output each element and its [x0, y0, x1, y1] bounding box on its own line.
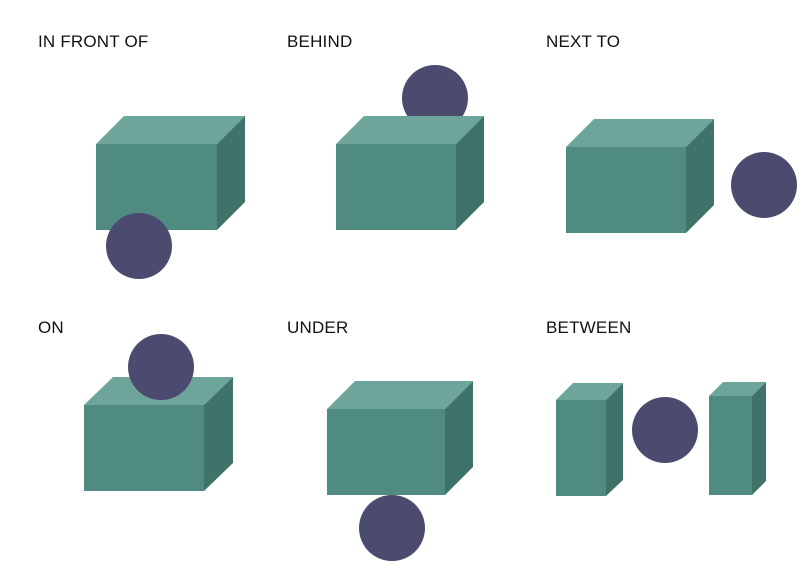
label-between: BETWEEN — [546, 318, 632, 337]
box-side-face — [456, 116, 484, 230]
panel-behind — [336, 65, 484, 230]
box-front-face — [84, 405, 204, 491]
box-top-face — [709, 382, 766, 396]
box — [327, 381, 473, 495]
box-top-face — [556, 383, 623, 400]
box — [566, 119, 714, 233]
label-next-to: NEXT TO — [546, 32, 621, 51]
box-front-face — [327, 409, 445, 495]
box-side-face — [204, 377, 233, 491]
ball — [402, 65, 468, 131]
ball — [632, 397, 698, 463]
box-top-face — [566, 119, 714, 147]
label-in-front-of: IN FRONT OF — [38, 32, 149, 51]
box-front-face — [336, 144, 456, 230]
panel-between — [556, 382, 766, 496]
box-front-face — [566, 147, 686, 233]
box — [336, 116, 484, 230]
panel-in-front-of — [96, 116, 245, 279]
box-front-face — [709, 396, 752, 495]
box-top-face — [327, 381, 473, 409]
box-front-face — [96, 144, 217, 230]
panel-on — [84, 334, 233, 491]
panel-under — [327, 381, 473, 561]
label-under: UNDER — [287, 318, 349, 337]
box-top-face — [96, 116, 245, 144]
box-right — [709, 382, 766, 495]
box-top-face — [336, 116, 484, 144]
box-front-face — [556, 400, 606, 496]
box-side-face — [686, 119, 714, 233]
ball — [359, 495, 425, 561]
box-side-face — [217, 116, 245, 230]
box-side-face — [606, 383, 623, 496]
box-side-face — [445, 381, 473, 495]
label-behind: BEHIND — [287, 32, 353, 51]
panel-next-to — [566, 119, 797, 233]
ball — [106, 213, 172, 279]
ball — [128, 334, 194, 400]
box — [96, 116, 245, 230]
box-left — [556, 383, 623, 496]
box-side-face — [752, 382, 766, 495]
label-on: ON — [38, 318, 64, 337]
ball — [731, 152, 797, 218]
